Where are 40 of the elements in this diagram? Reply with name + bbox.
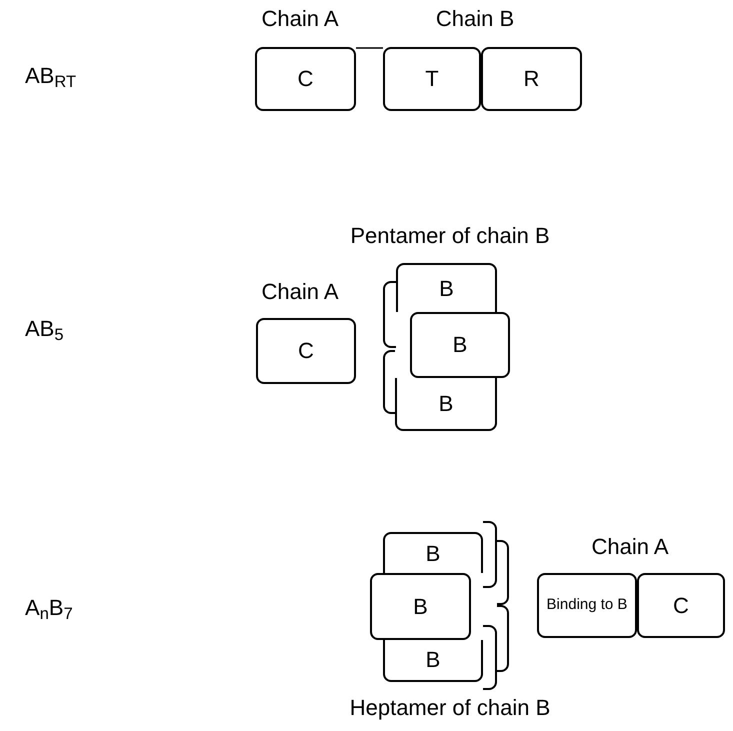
row-label: AB$_{5}$ (25, 315, 64, 342)
chain-label: Heptamer of chain B (350, 694, 550, 722)
connector-line (356, 47, 383, 49)
stacked-box (383, 281, 396, 348)
chain-label: Chain A (261, 278, 339, 306)
row-label: A$_{n}$B$_{7}$ (25, 594, 73, 622)
domain-box (383, 532, 483, 573)
box-label: C (296, 65, 314, 93)
chain-label: Chain B (436, 5, 514, 32)
box-label: B (424, 646, 442, 674)
domain-box (396, 263, 497, 312)
domain-box (256, 318, 356, 384)
box-label: C (297, 337, 315, 365)
stacked-box (383, 350, 395, 414)
box-label: B (452, 331, 468, 359)
box-label: R (522, 65, 540, 93)
stacked-box (483, 521, 497, 588)
domain-box (383, 640, 483, 682)
domain-box (481, 47, 582, 111)
box-label: B (412, 592, 429, 620)
box-label: B (438, 390, 454, 418)
box-label: C (672, 592, 690, 620)
chain-label: Chain A (261, 5, 339, 32)
domain-box (637, 573, 725, 638)
box-label: B (424, 540, 442, 568)
domain-box (410, 312, 510, 378)
box-label: B (438, 274, 455, 302)
chain-label: Chain A (591, 533, 669, 560)
domain-box (395, 378, 497, 431)
stacked-box (483, 625, 497, 690)
domain-box (255, 47, 356, 111)
box-label: Binding to B (546, 596, 628, 615)
domain-box (370, 573, 471, 640)
box-label: T (424, 65, 440, 93)
domain-box (383, 47, 481, 111)
chain-label: Pentamer of chain B (350, 222, 550, 250)
row-label: AB$_{RT}$ (25, 62, 76, 90)
domain-box (537, 573, 637, 638)
stacked-box (497, 540, 509, 605)
stacked-box (497, 605, 509, 672)
